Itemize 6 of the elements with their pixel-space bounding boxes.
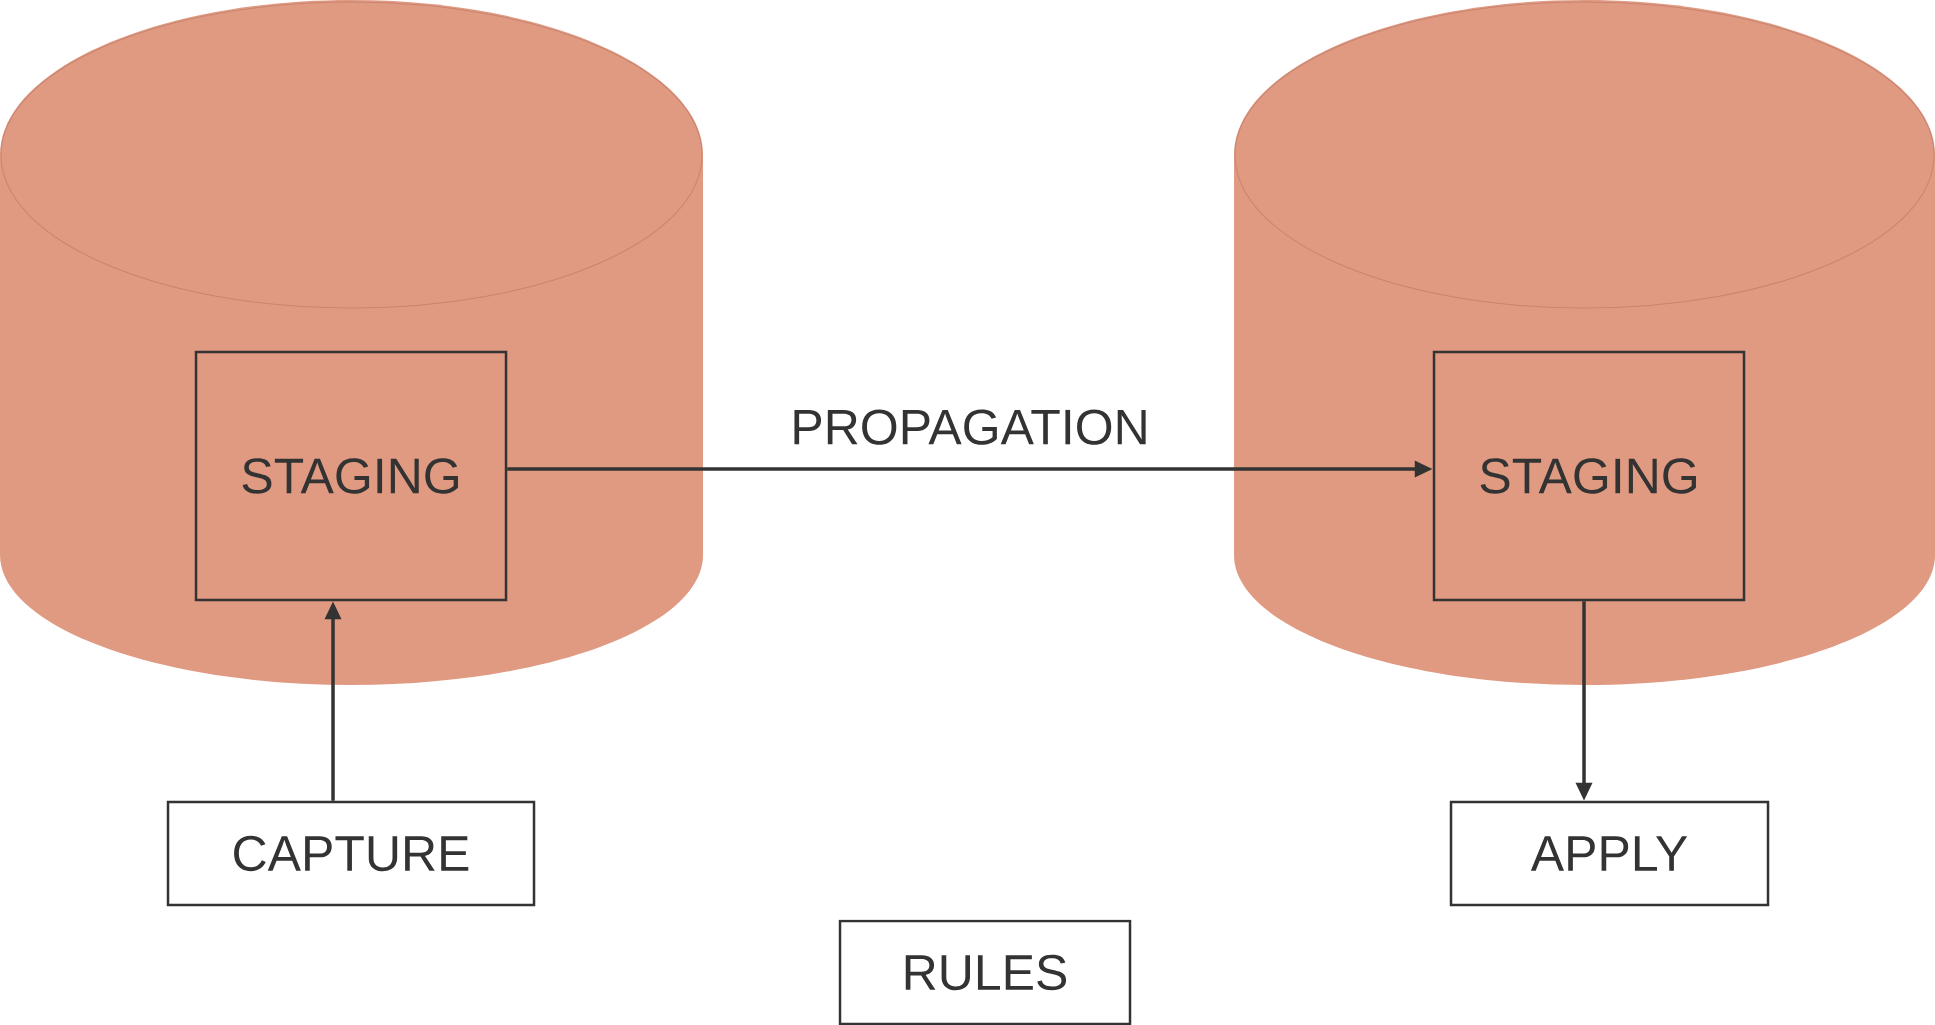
text-box: STAGING <box>194 350 508 602</box>
text-box: RULES <box>838 919 1132 1025</box>
edge-label: PROPAGATION <box>794 409 1146 445</box>
text-box: CAPTURE <box>166 800 536 907</box>
text-box: APPLY <box>1449 800 1770 907</box>
text-box: STAGING <box>1432 350 1746 602</box>
